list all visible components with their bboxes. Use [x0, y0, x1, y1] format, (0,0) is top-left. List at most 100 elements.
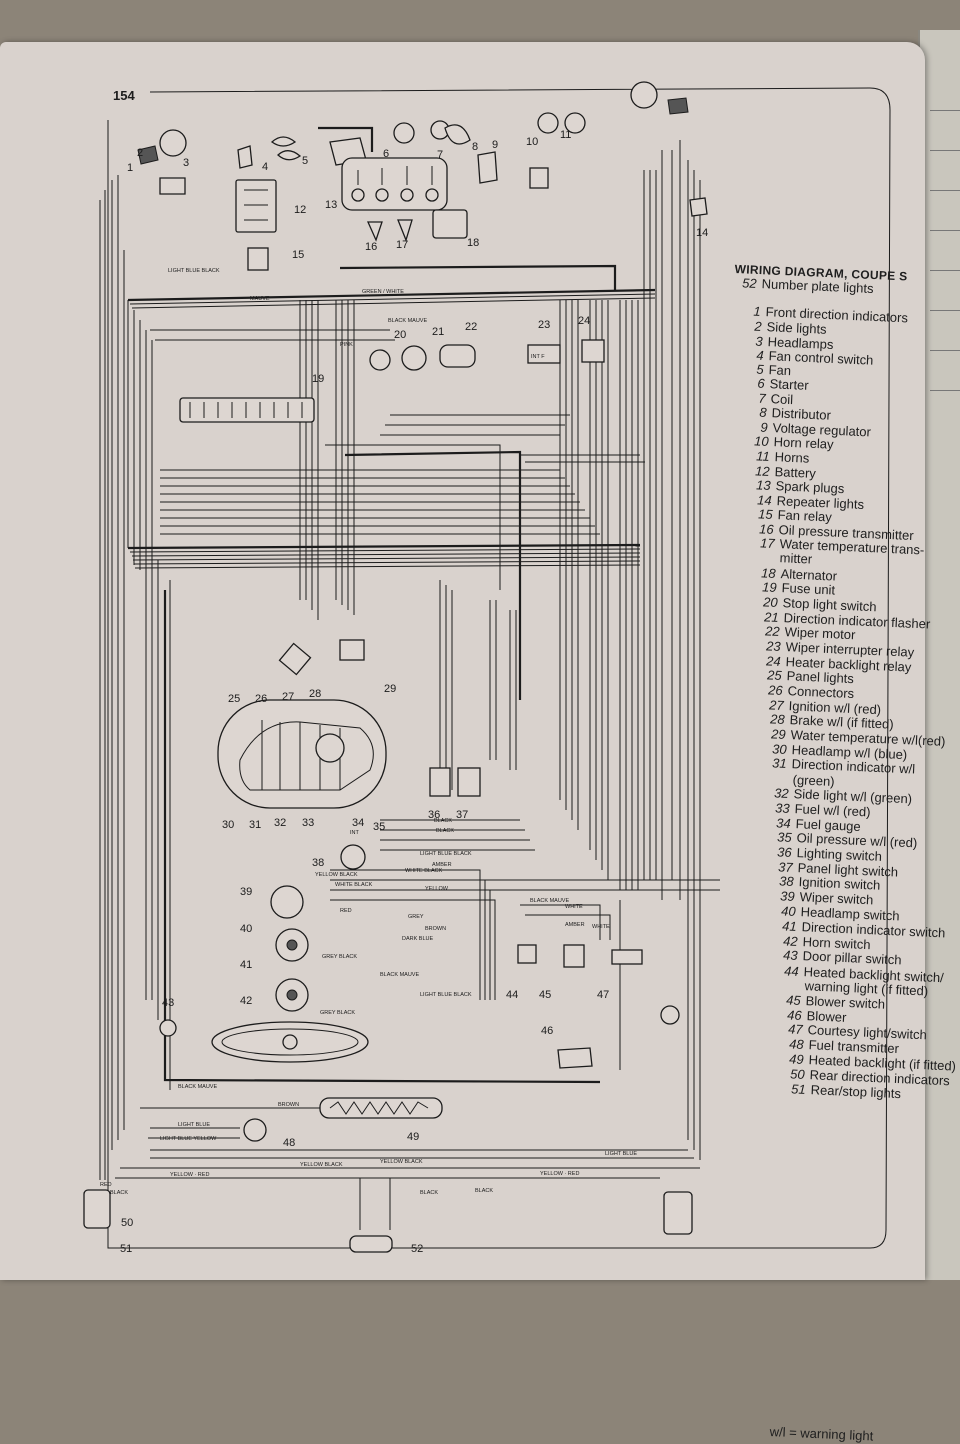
component-number: 26 [255, 693, 267, 705]
legend-item-number: 23 [765, 638, 781, 654]
wire-label: BLACK MAUVE [530, 898, 569, 904]
component-number: 50 [121, 1217, 133, 1229]
component-number: 43 [162, 997, 174, 1009]
wiper-interrupter-heater-relay [527, 339, 605, 364]
legend-item-number: 35 [776, 829, 792, 845]
component-number: 35 [373, 821, 385, 833]
wire-label: WHITE BLACK [405, 868, 443, 874]
legend-item-number: 33 [774, 800, 790, 816]
legend-item-number: 15 [757, 506, 773, 522]
harness-bus [127, 264, 656, 700]
wire-label: WHITE [565, 904, 583, 910]
legend-item-number: 17 [759, 535, 775, 551]
wire-label: RED [340, 908, 352, 914]
wire-label: LIGHT BLUE BLACK [420, 851, 472, 857]
battery [235, 179, 277, 233]
component-number: 4 [262, 161, 268, 173]
diagram-border [107, 87, 891, 1249]
wire-label: MAUVE [250, 296, 270, 302]
wire-label: INT F [531, 354, 545, 360]
legend-item-number: 51 [790, 1081, 807, 1097]
wire-label: INT [350, 830, 360, 836]
component-number: 5 [302, 155, 308, 167]
heated-backlight-element [319, 1097, 443, 1119]
component-number: 33 [302, 817, 314, 829]
steering-wheel-horn-switch [211, 1021, 369, 1063]
legend-item-number: 7 [758, 390, 767, 406]
legend-item-label: mitter [779, 550, 813, 567]
wire-label: BLACK [475, 1188, 493, 1194]
wire-label: BLACK [436, 828, 454, 834]
wire-label: YELLOW BLACK [380, 1159, 423, 1165]
component-number: 44 [506, 989, 518, 1001]
rear-lamps [83, 1189, 693, 1253]
component-number: 36 [428, 809, 440, 821]
legend-item-number [766, 783, 788, 784]
component-number: 22 [465, 321, 477, 333]
legend-item-number: 13 [756, 477, 772, 493]
legend-item-number: 28 [769, 711, 785, 727]
component-number: 3 [183, 157, 189, 169]
wire-label: PINK [340, 342, 353, 348]
legend-item-number: 29 [770, 726, 786, 742]
component-number: 41 [240, 959, 252, 971]
wire-label: YELLOW BLACK [315, 872, 358, 878]
wire-label: BLACK [434, 818, 452, 824]
legend-item-number: 1 [753, 303, 762, 319]
component-number: 29 [384, 683, 396, 695]
legend-item-number: 52 [741, 275, 758, 291]
component-number: 1 [127, 162, 133, 174]
legend-item-number: 38 [779, 873, 795, 889]
book-page [0, 42, 925, 1280]
legend-item-number: 40 [780, 903, 796, 919]
component-number: 13 [325, 199, 337, 211]
component-number: 14 [696, 227, 708, 239]
component-number: 10 [526, 136, 538, 148]
stop-light-switch-flasher-wiper [369, 344, 476, 371]
component-number: 40 [240, 923, 252, 935]
wire-label: YELLOW [425, 886, 449, 892]
legend-item-number: 8 [759, 404, 767, 420]
wire-label: BLACK [110, 1190, 128, 1196]
legend-item-number: 10 [753, 433, 769, 449]
component-number: 30 [222, 819, 234, 831]
harness-loops [115, 329, 720, 1230]
instrument-panel [217, 699, 387, 809]
legend-item-number [778, 989, 800, 990]
wire-label: AMBER [565, 922, 585, 928]
wire-label: WHITE [592, 924, 610, 930]
component-number: 8 [472, 141, 478, 153]
component-number: 19 [312, 373, 324, 385]
connector-blocks-mid [278, 639, 365, 676]
legend-item-number: 41 [781, 918, 797, 934]
component-number: 18 [467, 237, 479, 249]
wiper-switch [270, 885, 304, 919]
wire-colour-labels: GREEN / WHITE BLACK MAUVE MAUVE LIGHT BL… [100, 268, 637, 1196]
legend-item-label: Horns [773, 449, 810, 466]
component-number: 27 [282, 691, 294, 703]
legend-item-number: 20 [762, 594, 779, 610]
legend-item-number: 43 [783, 947, 799, 963]
legend-item-number: 3 [754, 333, 763, 349]
wire-label: GREEN / WHITE [362, 289, 404, 295]
page-number: 154 [113, 88, 135, 103]
legend-item-number: 11 [755, 448, 770, 464]
headlamp-switch [275, 928, 309, 962]
legend-item-number: 48 [788, 1036, 804, 1052]
headlamp-left-group [137, 129, 187, 195]
heated-backlight-blower [517, 944, 643, 1069]
component-number: 6 [383, 148, 389, 160]
component-number: 24 [578, 315, 590, 327]
fuel-transmitter [243, 1118, 267, 1142]
wire-label: BLACK MAUVE [388, 318, 427, 324]
wire-label: RED [100, 1182, 112, 1188]
wire-label: AMBER [432, 862, 452, 868]
component-number: 7 [437, 149, 443, 161]
wire-label: WHITE BLACK [335, 882, 373, 888]
component-number: 9 [492, 139, 498, 151]
legend-item-number: 5 [756, 361, 765, 377]
component-number: 48 [283, 1137, 295, 1149]
legend-item-number: 4 [755, 347, 764, 363]
